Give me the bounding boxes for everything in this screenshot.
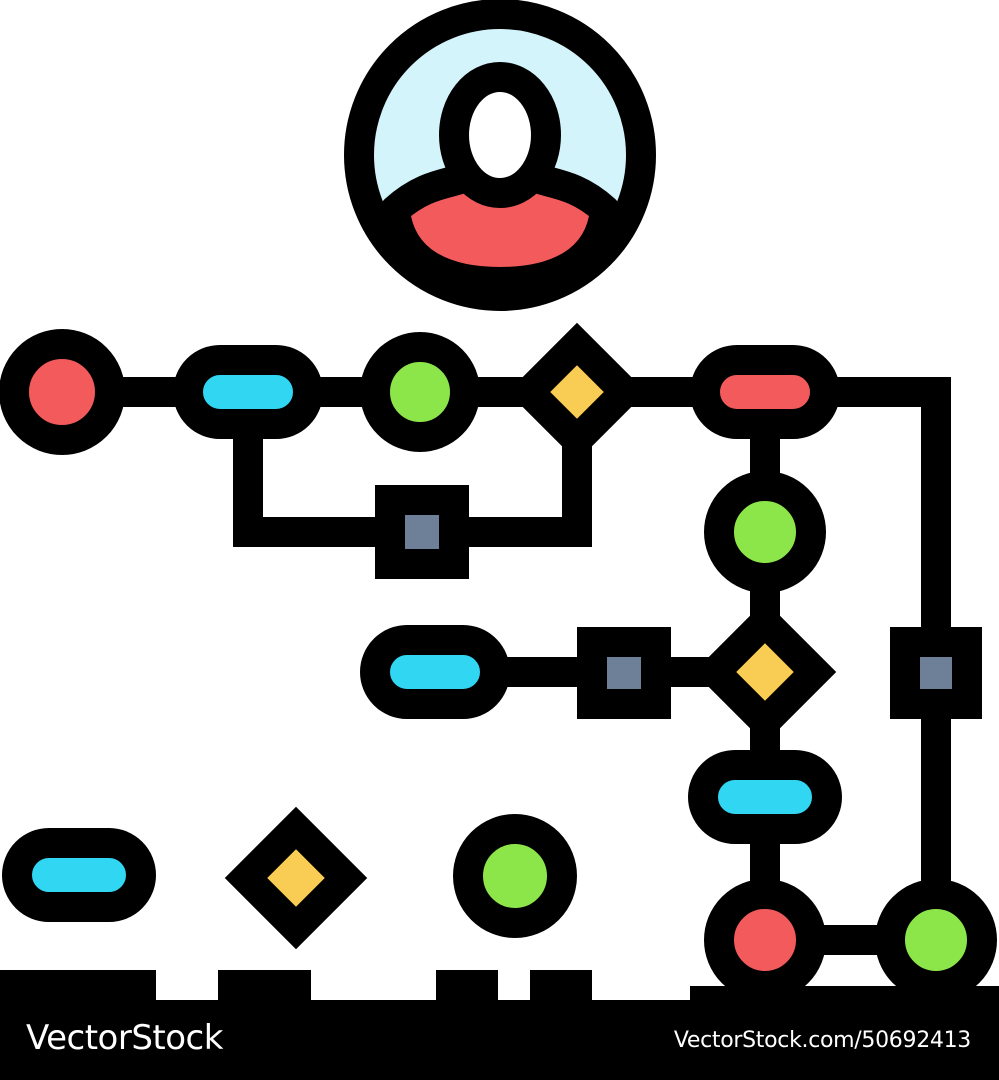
node-slate-square-middle [577,627,671,719]
node-blue-pill-middle [360,625,510,719]
watermark-footer: VectorStock VectorStock.com/50692413 [0,1000,999,1080]
node-green-circle-top [360,332,480,452]
legend-blue-pill [2,828,156,922]
user-avatar-icon [344,0,656,311]
node-blue-pill-right [688,750,842,844]
legend-decision-diamond [224,806,368,950]
bottom-strip-tabs [0,970,999,1000]
node-decision-diamond-top [507,322,647,462]
node-slate-square-outer [890,627,982,719]
brand-logo-text: VectorStock [26,1018,223,1058]
node-green-circle-bottom-right [875,879,997,1000]
node-decision-diamond-right [693,600,837,744]
node-blue-pill-top [173,345,323,439]
node-slate-square-loop [375,485,469,579]
node-green-circle-right [704,471,826,593]
stock-id-text: VectorStock.com/50692413 [673,1028,971,1053]
node-start-red-circle [0,329,125,455]
node-red-circle-bottom [704,879,826,1000]
workflow-diagram [0,0,999,1000]
node-red-pill-top [690,345,840,439]
legend-green-circle [453,814,577,938]
